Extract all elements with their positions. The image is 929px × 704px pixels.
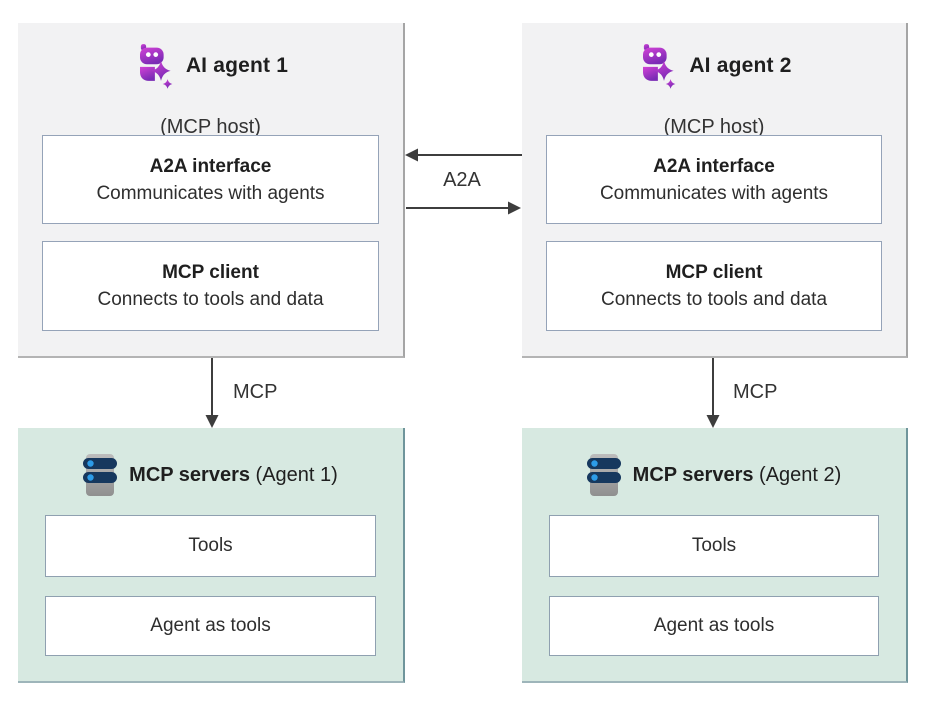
- agent1-a2a-interface-description: Communicates with agents: [96, 182, 325, 204]
- ai-agent-2-title: AI agent 2: [689, 54, 792, 77]
- ai-agent-icon: [636, 43, 678, 89]
- a2a-connection-label: A2A: [443, 169, 481, 191]
- ai-agent-2-box: AI agent 2 (MCP host) A2A interface Comm…: [522, 23, 908, 358]
- agent2-mcp-client-title: MCP client: [665, 262, 763, 283]
- ai-agent-1-subtitle: (MCP host): [160, 116, 261, 138]
- agent2-mcp-client-box: MCP client Connects to tools and data: [546, 241, 882, 331]
- mcp-arrow-right-icon: [706, 358, 720, 428]
- mcp-servers-1-title-bold: MCP servers: [129, 463, 250, 486]
- server-stack-icon: [83, 452, 118, 498]
- agent1-mcp-client-title: MCP client: [162, 262, 259, 283]
- mcp-servers-2-title-suffix: (Agent 2): [753, 463, 842, 486]
- a2a-arrow-left-icon: [405, 148, 522, 162]
- mcp-connection-label-right: MCP: [733, 381, 778, 403]
- ai-agent-1-header: AI agent 1: [18, 41, 403, 91]
- mcp-connection-label-left: MCP: [233, 381, 278, 403]
- server2-tools-box: Tools: [549, 515, 879, 577]
- server1-agent-as-tools-box: Agent as tools: [45, 596, 376, 656]
- agent1-a2a-interface-box: A2A interface Communicates with agents: [42, 135, 379, 224]
- agent2-mcp-client-description: Connects to tools and data: [600, 289, 828, 310]
- ai-agent-1-box: AI agent 1 (MCP host) A2A interface Comm…: [18, 23, 405, 358]
- ai-agent-2-subtitle: (MCP host): [663, 116, 765, 138]
- ai-agent-icon: [133, 43, 175, 89]
- mcp-servers-2-header: MCP servers (Agent 2): [522, 450, 906, 500]
- server2-agent-as-tools-box: Agent as tools: [549, 596, 879, 656]
- ai-agent-2-header: AI agent 2: [522, 41, 906, 91]
- agent1-a2a-interface-title: A2A interface: [149, 155, 272, 177]
- agent1-mcp-client-description: Connects to tools and data: [97, 289, 324, 310]
- agent2-a2a-interface-box: A2A interface Communicates with agents: [546, 135, 882, 224]
- mcp-arrow-left-icon: [205, 358, 219, 428]
- mcp-servers-2-title: MCP servers (Agent 2): [633, 464, 842, 487]
- ai-agent-1-title: AI agent 1: [185, 54, 289, 77]
- server1-tools-box: Tools: [45, 515, 376, 577]
- agent1-mcp-client-box: MCP client Connects to tools and data: [42, 241, 379, 331]
- agent2-a2a-interface-description: Communicates with agents: [599, 182, 829, 204]
- mcp-servers-1-title: MCP servers (Agent 1): [129, 464, 338, 487]
- mcp-servers-2-box: MCP servers (Agent 2) Tools Agent as too…: [522, 428, 908, 683]
- mcp-servers-1-header: MCP servers (Agent 1): [18, 450, 403, 500]
- agent2-a2a-interface-title: A2A interface: [653, 155, 775, 177]
- mcp-servers-1-box: MCP servers (Agent 1) Tools Agent as too…: [18, 428, 405, 683]
- mcp-servers-2-title-bold: MCP servers: [632, 463, 754, 486]
- mcp-servers-1-title-suffix: (Agent 1): [250, 463, 338, 486]
- a2a-arrow-right-icon: [406, 201, 521, 215]
- server-stack-icon: [586, 452, 621, 498]
